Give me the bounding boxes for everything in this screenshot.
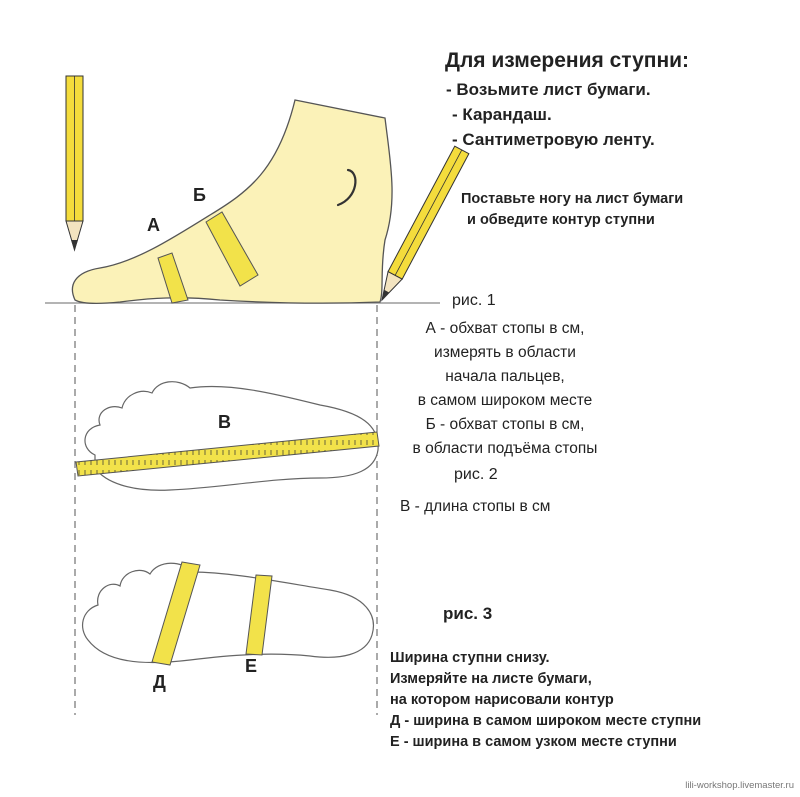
- fig1-caption: рис. 1: [452, 292, 496, 309]
- v-description: В - длина стопы в см: [400, 498, 551, 515]
- instruction-line: Поставьте ногу на лист бумаги: [461, 191, 684, 207]
- label-v: В: [218, 412, 231, 432]
- label-a: А: [147, 215, 160, 235]
- ankle-mark: [336, 168, 357, 207]
- desc-line: Б - обхват стопы в см,: [425, 416, 585, 433]
- fig2-caption: рис. 2: [454, 466, 498, 483]
- instruction-line: и обведите контур ступни: [467, 212, 655, 228]
- intro-item: - Возьмите лист бумаги.: [446, 80, 651, 99]
- fig3-description: Ширина ступни снизу. Измеряйте на листе …: [390, 648, 701, 753]
- pencil-left: [65, 75, 84, 252]
- label-e: Е: [245, 656, 258, 676]
- desc-line: на котором нарисовали контур: [390, 692, 614, 708]
- tape-v: [75, 431, 380, 477]
- pencil-right: [381, 145, 470, 302]
- desc-line: измерять в области: [434, 344, 576, 361]
- label-b: Б: [193, 185, 206, 205]
- tape-a: [157, 252, 189, 304]
- desc-line: Е - ширина в самом узком месте ступни: [390, 734, 677, 750]
- label-d: Д: [153, 672, 166, 692]
- fig3-caption: рис. 3: [443, 604, 493, 623]
- b-description: Б - обхват стопы в см, в области подъёма…: [385, 413, 625, 461]
- tape-b: [205, 211, 259, 287]
- desc-line: начала пальцев,: [445, 368, 565, 385]
- intro-item: - Сантиметровую ленту.: [452, 130, 655, 149]
- intro-title: Для измерения ступни:: [445, 49, 690, 72]
- desc-line: в области подъёма стопы: [412, 440, 598, 457]
- desc-line: в самом широком месте: [417, 392, 593, 409]
- foot-outline-fig3: [81, 562, 374, 664]
- desc-line: Д - ширина в самом широком месте ступни: [390, 713, 702, 729]
- intro-item: - Карандаш.: [452, 105, 552, 124]
- tape-d: [151, 561, 201, 666]
- a-description: А - обхват стопы в см, измерять в област…: [385, 317, 625, 413]
- desc-line: Измеряйте на листе бумаги,: [390, 671, 592, 687]
- tape-e: [245, 574, 273, 656]
- desc-line: Ширина ступни снизу.: [390, 650, 550, 666]
- watermark: lili-workshop.livemaster.ru: [685, 780, 794, 791]
- desc-line: А - обхват стопы в см,: [425, 320, 585, 337]
